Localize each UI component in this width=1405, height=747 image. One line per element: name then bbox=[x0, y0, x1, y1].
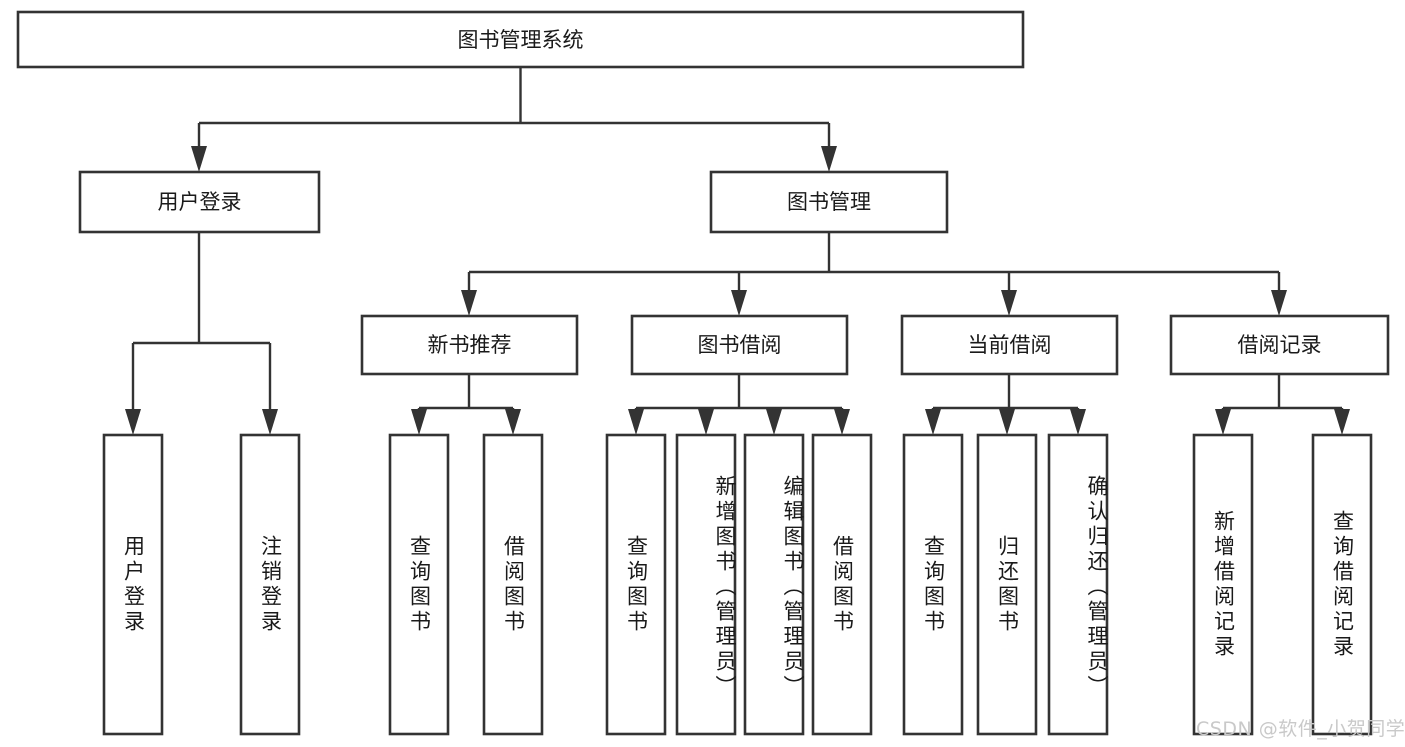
node-box-current-borrow[interactable] bbox=[900, 314, 1119, 376]
arrow-head-new-book bbox=[461, 290, 477, 316]
arrow-head-borrow-record bbox=[1271, 290, 1287, 316]
arrow-head-currentborrow-leaf-2 bbox=[1070, 409, 1086, 435]
arrow-head-borrowrecord-leaf-0 bbox=[1215, 409, 1231, 435]
node-box-leaf-book-borrow-1[interactable] bbox=[675, 433, 737, 736]
node-label-root: 图书管理系统 bbox=[458, 28, 584, 52]
arrow-head-bookborrow-leaf-1 bbox=[698, 409, 714, 435]
arrow-head-bookborrow-leaf-0 bbox=[628, 409, 644, 435]
node-box-leaf-new-book-0[interactable] bbox=[388, 433, 450, 736]
arrow-head-currentborrow-leaf-1 bbox=[999, 409, 1015, 435]
node-box-user-login[interactable] bbox=[78, 170, 321, 234]
node-box-leaf-book-borrow-0[interactable] bbox=[605, 433, 667, 736]
node-box-leaf-current-borrow-2[interactable] bbox=[1047, 433, 1109, 736]
node-box-borrow-record[interactable] bbox=[1169, 314, 1390, 376]
arrow-head-newbook-leaf-1 bbox=[505, 409, 521, 435]
arrow-head-borrowrecord-leaf-1 bbox=[1334, 409, 1350, 435]
node-label-book-management: 图书管理 bbox=[787, 190, 871, 214]
arrow-head-bookborrow-leaf-3 bbox=[834, 409, 850, 435]
node-box-leaf-current-borrow-0[interactable] bbox=[902, 433, 964, 736]
node-label-current-borrow: 当前借阅 bbox=[968, 333, 1052, 357]
arrow-head-newbook-leaf-0 bbox=[411, 409, 427, 435]
arrow-head-currentborrow-leaf-0 bbox=[925, 409, 941, 435]
csdn-watermark: CSDN @软件_小贺同学 bbox=[1196, 718, 1405, 740]
node-box-book-management[interactable] bbox=[709, 170, 949, 234]
arrow-head-userlogin-leaf-0 bbox=[125, 409, 141, 435]
arrow-head-userlogin-leaf-1 bbox=[262, 409, 278, 435]
node-label-borrow-record: 借阅记录 bbox=[1238, 333, 1322, 357]
node-box-root[interactable] bbox=[16, 10, 1025, 69]
node-label-user-login: 用户登录 bbox=[158, 190, 242, 214]
node-box-leaf-current-borrow-1[interactable] bbox=[976, 433, 1038, 736]
node-box-leaf-borrow-record-1[interactable] bbox=[1311, 433, 1373, 736]
arrow-head-current-borrow bbox=[1001, 290, 1017, 316]
node-box-leaf-user-login-0[interactable] bbox=[102, 433, 164, 736]
node-box-leaf-new-book-1[interactable] bbox=[482, 433, 544, 736]
node-box-book-borrow[interactable] bbox=[630, 314, 849, 376]
arrow-head-bookborrow-leaf-2 bbox=[766, 409, 782, 435]
node-label-book-borrow: 图书借阅 bbox=[698, 333, 782, 357]
node-box-leaf-book-borrow-3[interactable] bbox=[811, 433, 873, 736]
nodes-group: 图书管理系统 用户登录 图书管理 新书推荐 图书借阅 当前借阅 借阅记录 bbox=[16, 10, 1390, 736]
node-box-new-book-recommend[interactable] bbox=[360, 314, 579, 376]
node-box-leaf-user-login-1[interactable] bbox=[239, 433, 301, 736]
arrow-head-user-login bbox=[191, 146, 207, 172]
node-box-leaf-book-borrow-2[interactable] bbox=[743, 433, 805, 736]
connectors-group bbox=[125, 67, 1350, 435]
arrow-head-book-mgmt bbox=[821, 146, 837, 172]
node-box-leaf-borrow-record-0[interactable] bbox=[1192, 433, 1254, 736]
arrow-head-book-borrow bbox=[731, 290, 747, 316]
node-label-new-book-recommend: 新书推荐 bbox=[428, 333, 512, 357]
